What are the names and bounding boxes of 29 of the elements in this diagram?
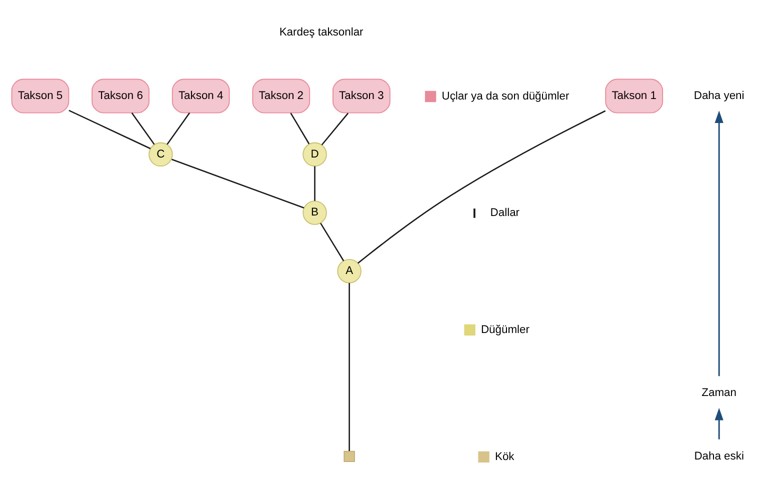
label: Daha eski [694,450,744,462]
connector [290,112,310,144]
connector [321,112,349,145]
node-box: Takson 2 [252,78,310,113]
node-circle: C [148,142,173,166]
node-box: Takson 6 [92,78,150,113]
connector [131,112,155,144]
legend-label: Düğümler [480,323,530,336]
connector [348,282,350,450]
node-box: Takson 1 [605,78,664,113]
node-circle: A [337,258,362,283]
node-box: Takson 5 [11,78,70,113]
label: Kardeş taksonlar [279,26,364,38]
connector [172,158,304,208]
node-circle: B [302,200,327,224]
connector [320,222,344,261]
connector [314,166,316,200]
label: Daha yeni [694,89,744,102]
connector [166,112,190,144]
node-box: Takson 4 [172,78,230,113]
legend-label: Dallar [490,206,520,219]
legend-label: Kök [494,450,514,462]
connector [358,110,606,264]
node-box: Takson 3 [332,78,390,113]
label: Zaman [702,386,736,398]
connector [68,109,151,149]
legend-label: Uçlar ya da son düğümler [442,90,570,102]
node-circle: D [302,142,327,166]
node-box [344,450,355,462]
